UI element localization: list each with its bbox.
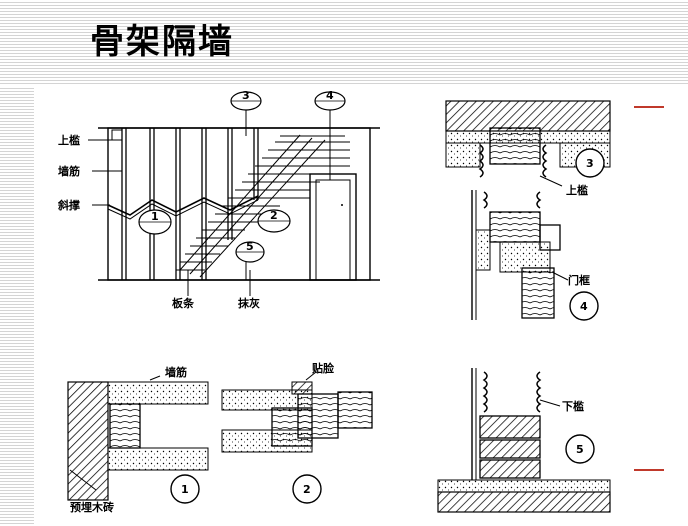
svg-text:2: 2 bbox=[303, 483, 311, 496]
label-brace: 斜撑 bbox=[57, 198, 80, 212]
detail-3-number: 3 bbox=[575, 148, 605, 178]
callout-2-elevation: 2 bbox=[257, 209, 291, 233]
label-wood-brick: 预埋木砖 bbox=[70, 500, 114, 514]
detail-5-section bbox=[437, 368, 611, 513]
svg-text:3: 3 bbox=[586, 157, 594, 170]
label-door-frame: 门框 bbox=[568, 273, 590, 287]
slide-header-background bbox=[0, 0, 688, 86]
callout-1-label: 1 bbox=[151, 210, 159, 223]
detail-3-section bbox=[445, 100, 611, 187]
partition-elevation bbox=[88, 110, 380, 296]
svg-text:5: 5 bbox=[576, 443, 584, 456]
callout-4-elevation: 4 bbox=[314, 89, 346, 111]
slide-left-margin-background bbox=[0, 86, 34, 526]
callout-4-label: 4 bbox=[326, 89, 334, 102]
accent-line-top bbox=[634, 106, 664, 108]
detail-1-number: 1 bbox=[170, 474, 200, 504]
callout-3-elevation: 3 bbox=[230, 89, 262, 111]
svg-text:4: 4 bbox=[580, 300, 588, 313]
svg-text:1: 1 bbox=[181, 483, 189, 496]
label-facing: 贴脸 bbox=[311, 361, 335, 375]
callout-1-elevation: 1 bbox=[138, 209, 172, 235]
label-top-rail: 上槛 bbox=[58, 133, 80, 147]
label-detail-stud: 墙筋 bbox=[165, 365, 187, 379]
label-detail-top-rail: 上槛 bbox=[566, 183, 588, 197]
label-stud: 墙筋 bbox=[58, 164, 80, 178]
detail-5-number: 5 bbox=[565, 434, 595, 464]
detail-4-number: 4 bbox=[569, 291, 599, 321]
label-plaster: 抹灰 bbox=[238, 296, 260, 310]
label-bottom-rail: 下槛 bbox=[562, 399, 584, 413]
detail-2-section bbox=[221, 371, 373, 453]
callout-5-elevation: 5 bbox=[235, 240, 265, 263]
callout-3-label: 3 bbox=[242, 89, 250, 102]
callout-5-label: 5 bbox=[246, 240, 254, 253]
label-lath: 板条 bbox=[172, 296, 195, 310]
slide-title: 骨架隔墙 bbox=[90, 22, 234, 62]
callout-2-label: 2 bbox=[270, 209, 278, 222]
detail-2-number: 2 bbox=[292, 474, 322, 504]
detail-4-section bbox=[471, 190, 569, 320]
accent-line-bottom bbox=[634, 469, 664, 471]
detail-1-section bbox=[67, 375, 209, 501]
